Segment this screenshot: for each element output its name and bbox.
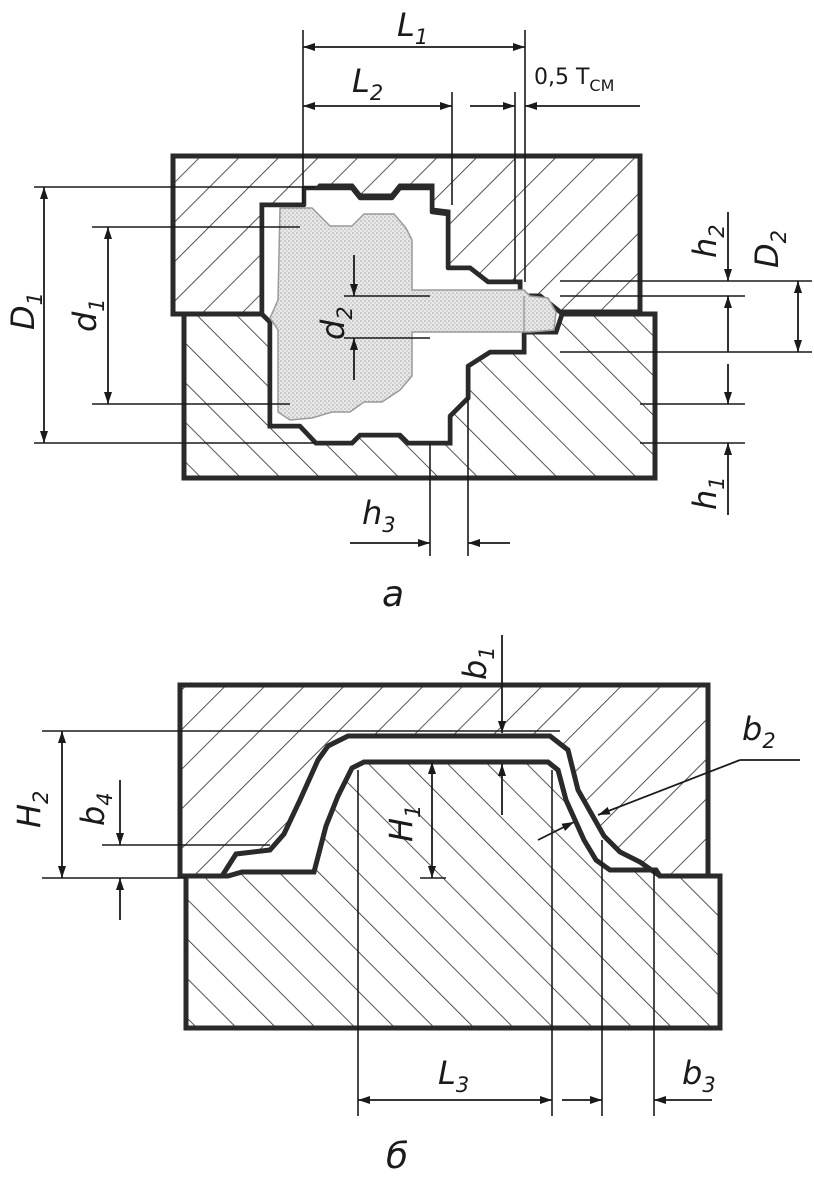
dimension-lines-a xyxy=(40,43,802,547)
label-b4: b4 xyxy=(74,792,117,826)
figure-a: L1 L2 0,5 TСМ D1 d1 d2 h2 D2 h1 h3 а xyxy=(4,6,812,615)
label-D2: D2 xyxy=(748,230,791,268)
dim-b2-arrow-b xyxy=(537,821,575,841)
dimension-lines-b xyxy=(58,635,800,1104)
label-L3: L3 xyxy=(438,1054,469,1097)
label-h2: h2 xyxy=(686,224,729,258)
label-L1: L1 xyxy=(397,6,428,49)
extension-lines-b xyxy=(42,730,655,1116)
label-d1: d1 xyxy=(66,298,109,332)
dim-b2-arrow-a xyxy=(597,759,741,816)
label-d2: d2 xyxy=(314,306,357,340)
lower-outline-b xyxy=(227,759,656,879)
label-tsm: 0,5 TСМ xyxy=(534,65,614,95)
figure-b: H2 b4 H1 b1 b2 L3 b3 б xyxy=(10,635,800,1177)
label-b1: b1 xyxy=(456,646,499,680)
label-D1: D1 xyxy=(4,292,47,330)
caption-a: а xyxy=(382,574,404,615)
label-H1: H1 xyxy=(382,805,425,842)
label-H2: H2 xyxy=(10,791,53,828)
label-L2: L2 xyxy=(352,62,383,105)
label-b3: b3 xyxy=(682,1054,716,1097)
gap-outline-b xyxy=(220,733,662,878)
label-h1: h1 xyxy=(686,476,729,510)
forged-part-a xyxy=(269,207,557,421)
caption-b: б xyxy=(386,1136,408,1177)
label-h3: h3 xyxy=(362,494,396,537)
label-b2: b2 xyxy=(742,710,776,753)
